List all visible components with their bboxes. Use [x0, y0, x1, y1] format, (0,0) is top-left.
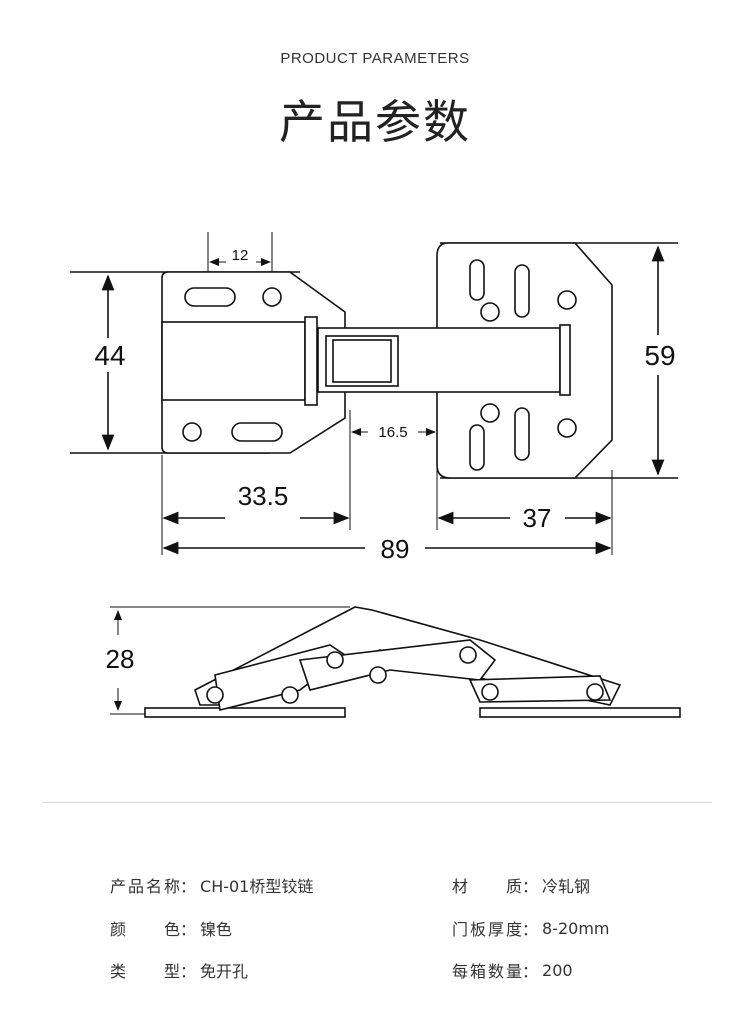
spec-label: 产品名称 [110, 877, 180, 896]
colon: ： [180, 920, 197, 939]
spec-value: 免开孔 [200, 962, 249, 981]
top-view-labels: 12 44 59 16.5 33.5 37 89 [94, 247, 675, 564]
spec-quantity-per-box: 每箱数量：200 [452, 958, 573, 982]
dim-left-width: 33.5 [238, 481, 289, 511]
spec-value: 200 [542, 960, 573, 980]
colon: ： [522, 962, 539, 981]
spec-label: 材质 [452, 877, 522, 896]
dim-gap: 16.5 [378, 424, 407, 441]
dim-side-height: 28 [106, 644, 135, 674]
spec-material: 材质：冷轧钢 [452, 873, 590, 897]
page-title: 产品参数 [279, 95, 471, 149]
spec-value: 冷轧钢 [542, 877, 591, 896]
colon: ： [522, 920, 539, 939]
top-view [70, 232, 678, 555]
spec-label: 颜色 [110, 920, 180, 939]
colon: ： [180, 962, 197, 981]
page-subtitle: PRODUCT PARAMETERS [280, 50, 470, 67]
dim-hole-spacing: 12 [232, 247, 249, 264]
hinge-technical-drawing: 12 44 59 16.5 33.5 37 89 28 [70, 232, 681, 718]
spec-value: 8-20mm [542, 918, 610, 938]
dim-right-width: 37 [523, 503, 552, 533]
dim-left-height: 44 [94, 340, 125, 371]
spec-color: 颜色：镍色 [110, 916, 232, 940]
spec-value: CH-01桥型铰链 [200, 877, 314, 896]
spec-value: 镍色 [200, 920, 233, 939]
spec-label: 每箱数量 [452, 962, 522, 981]
spec-type: 类型：免开孔 [110, 958, 248, 982]
dim-total-width: 89 [381, 534, 410, 564]
dim-right-height: 59 [644, 340, 675, 371]
spec-product-name: 产品名称：CH-01桥型铰链 [110, 873, 313, 897]
side-view [110, 606, 681, 718]
colon: ： [522, 877, 539, 896]
colon: ： [180, 877, 197, 896]
divider [42, 802, 712, 803]
spec-door-thickness: 门板厚度：8-20mm [452, 916, 610, 940]
spec-label: 门板厚度 [452, 920, 522, 939]
spec-label: 类型 [110, 962, 180, 981]
